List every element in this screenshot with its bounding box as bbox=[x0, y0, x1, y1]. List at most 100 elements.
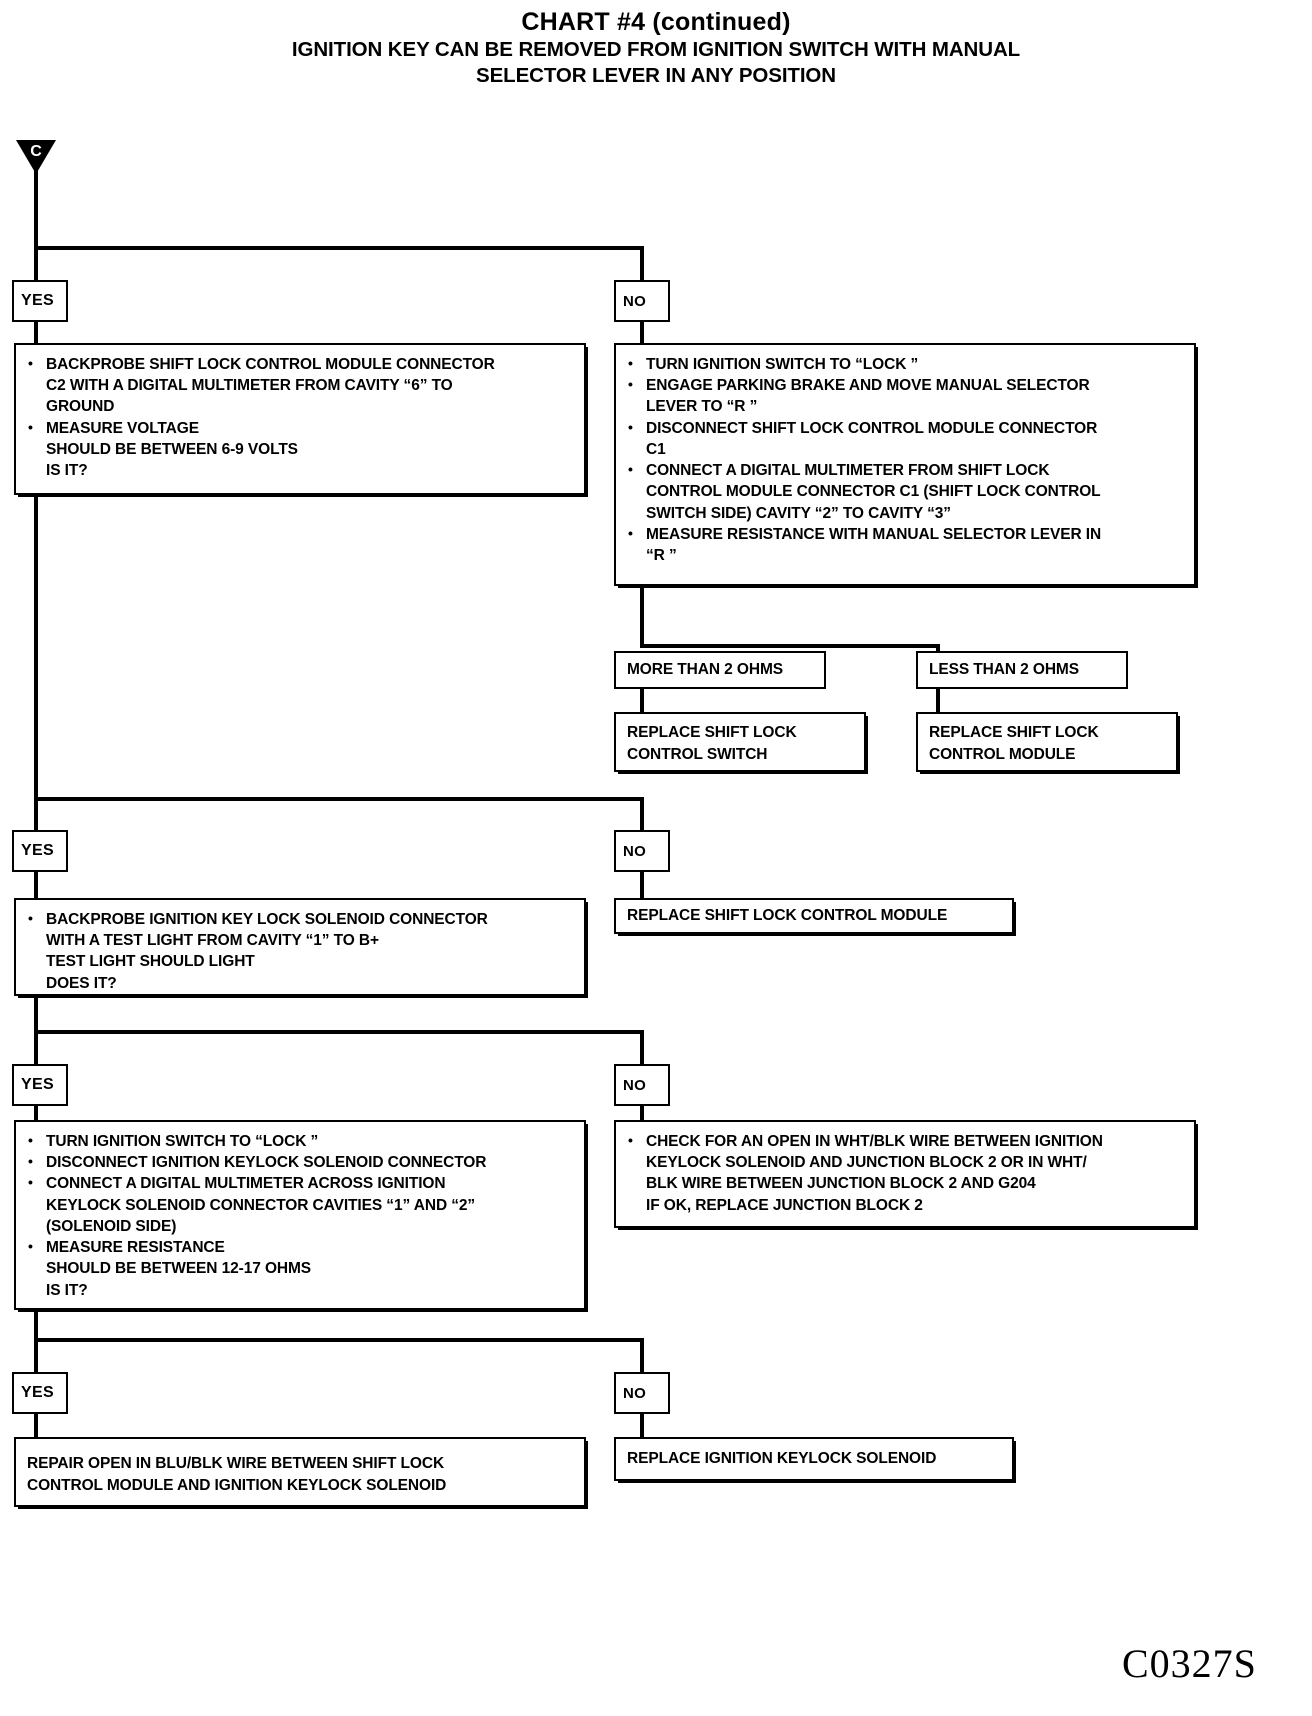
flow-line bbox=[34, 246, 644, 250]
bullet-dot: • bbox=[28, 1174, 33, 1191]
flow-line bbox=[34, 495, 38, 801]
decision-label-no: NO bbox=[614, 1064, 670, 1106]
list-item-text: CHECK FOR AN OPEN IN WHT/BLK WIRE BETWEE… bbox=[646, 1133, 1103, 1150]
list-item-text: IF OK, REPLACE JUNCTION BLOCK 2 bbox=[646, 1196, 923, 1214]
list-item-text: (SOLENOID SIDE) bbox=[46, 1217, 177, 1235]
flow-line bbox=[34, 1412, 38, 1440]
list-item-text: CONNECT A DIGITAL MULTIMETER ACROSS IGNI… bbox=[46, 1175, 446, 1193]
triangle-shape bbox=[16, 140, 56, 174]
connector-label: C bbox=[30, 143, 42, 160]
step-box-backprobe-c2: •BACKPROBE SHIFT LOCK CONTROL MODULE CON… bbox=[14, 343, 586, 495]
list-item-text: KEYLOCK SOLENOID CONNECTOR CAVITIES “1” … bbox=[46, 1196, 476, 1214]
list-item-text: CONTROL MODULE CONNECTOR C1 (SHIFT LOCK … bbox=[646, 483, 1101, 501]
title-sub-line1: IGNITION KEY CAN BE REMOVED FROM IGNITIO… bbox=[291, 38, 1021, 61]
list-item: •BACKPROBE SHIFT LOCK CONTROL MODULE CON… bbox=[28, 354, 576, 375]
list-item: •GROUND bbox=[28, 396, 576, 417]
list-item: •CONTROL MODULE CONNECTOR C1 (SHIFT LOCK… bbox=[628, 481, 1186, 502]
flow-line bbox=[640, 1104, 644, 1122]
bullet-dot: • bbox=[628, 524, 633, 541]
flow-line bbox=[936, 689, 940, 713]
action-box-replace-ignition-keylock-solenoid: REPLACE IGNITION KEYLOCK SOLENOID bbox=[614, 1437, 1014, 1481]
list-item: •LEVER TO “R ” bbox=[628, 396, 1186, 417]
list-item-text: “R ” bbox=[646, 547, 677, 565]
list-item-text: IS IT? bbox=[46, 1281, 88, 1299]
step-box-backprobe-solenoid: •BACKPROBE IGNITION KEY LOCK SOLENOID CO… bbox=[14, 898, 586, 996]
list-item: •SHOULD BE BETWEEN 6-9 VOLTS bbox=[28, 439, 576, 460]
list-item: •IS IT? bbox=[28, 1280, 576, 1301]
flow-line bbox=[34, 320, 38, 345]
flow-line bbox=[34, 797, 644, 801]
bullet-dot: • bbox=[28, 1132, 33, 1148]
action-box-replace-shift-lock-control-switch: REPLACE SHIFT LOCK CONTROL SWITCH bbox=[614, 712, 866, 772]
bullet-dot: • bbox=[628, 418, 633, 435]
bullet-list: • TURN IGNITION SWITCH TO “LOCK ” • DISCON… bbox=[16, 1122, 584, 1309]
list-item: •MEASURE RESISTANCE bbox=[28, 1237, 576, 1258]
bullet-dot: • bbox=[628, 461, 633, 478]
list-item: •ENGAGE PARKING BRAKE AND MOVE MANUAL SE… bbox=[628, 375, 1186, 396]
bullet-dot: • bbox=[28, 418, 33, 435]
bullet-dot: • bbox=[28, 910, 33, 926]
step-box-measure-solenoid-resistance: • TURN IGNITION SWITCH TO “LOCK ” • DISCON… bbox=[14, 1120, 586, 1310]
list-item-text: SHOULD BE BETWEEN 12-17 OHMS bbox=[46, 1260, 312, 1278]
list-item: • TURN IGNITION SWITCH TO “LOCK ” bbox=[28, 1131, 576, 1152]
decision-label-yes: YES bbox=[12, 1372, 68, 1414]
list-item-text: TEST LIGHT SHOULD LIGHT bbox=[46, 953, 255, 971]
list-item-text: TURN IGNITION SWITCH TO “LOCK ” bbox=[46, 1133, 319, 1150]
list-item: •MEASURE VOLTAGE bbox=[28, 418, 576, 439]
decision-label-no: NO bbox=[614, 280, 670, 322]
list-item-text: MEASURE RESISTANCE WITH MANUAL SELECTOR … bbox=[646, 525, 1102, 543]
list-item: •BACKPROBE IGNITION KEY LOCK SOLENOID CO… bbox=[28, 909, 576, 930]
decision-label-no: NO bbox=[614, 1372, 670, 1414]
flow-line bbox=[640, 689, 644, 713]
page-title: CHART #4 (continued) IGNITION KEY CAN BE… bbox=[0, 8, 1312, 88]
list-item: •CONNECT A DIGITAL MULTIMETER FROM SHIFT… bbox=[628, 460, 1186, 481]
list-item-text: DISCONNECT IGNITION KEYLOCK SOLENOID CON… bbox=[46, 1154, 487, 1172]
title-sub-line2: SELECTOR LEVER IN ANY POSITION bbox=[476, 64, 836, 88]
flow-line bbox=[640, 1030, 644, 1066]
bullet-dot: • bbox=[628, 1132, 633, 1148]
flow-line bbox=[640, 246, 644, 282]
list-item-text: BLK WIRE BETWEEN JUNCTION BLOCK 2 AND G2… bbox=[646, 1175, 1036, 1193]
action-box-repair-open-blu-blk: REPAIR OPEN IN BLU/BLK WIRE BETWEEN SHIF… bbox=[14, 1437, 586, 1507]
flow-line bbox=[640, 797, 644, 832]
list-item-text: ENGAGE PARKING BRAKE AND MOVE MANUAL SEL… bbox=[646, 377, 1090, 395]
result-text: LESS THAN 2 OHMS bbox=[929, 661, 1079, 678]
flow-line bbox=[640, 644, 940, 648]
list-item-text: IS IT? bbox=[46, 462, 88, 480]
result-box-more-than-2-ohms: MORE THAN 2 OHMS bbox=[614, 651, 826, 689]
flow-line bbox=[640, 1412, 644, 1440]
action-box-replace-shift-lock-control-module-2: REPLACE SHIFT LOCK CONTROL MODULE bbox=[614, 898, 1014, 934]
flow-line bbox=[34, 246, 38, 282]
list-item: • MEASURE RESISTANCE WITH MANUAL SELECTOR… bbox=[628, 524, 1186, 545]
action-box-check-open-wht-blk: • CHECK FOR AN OPEN IN WHT/BLK WIRE BETWE… bbox=[614, 1120, 1196, 1228]
list-item-text: C2 WITH A DIGITAL MULTIMETER FROM CAVITY… bbox=[46, 377, 453, 395]
bullet-dot: • bbox=[28, 355, 33, 371]
list-item: •DOES IT? bbox=[28, 973, 576, 994]
list-item: • CHECK FOR AN OPEN IN WHT/BLK WIRE BETWE… bbox=[628, 1131, 1186, 1152]
bullet-dot: • bbox=[628, 355, 633, 371]
flow-line bbox=[640, 320, 644, 345]
flow-line bbox=[640, 586, 644, 648]
action-box-replace-shift-lock-control-module-1: REPLACE SHIFT LOCK CONTROL MODULE bbox=[916, 712, 1178, 772]
list-item: •C1 bbox=[628, 439, 1186, 460]
connector-c-icon: C bbox=[16, 140, 56, 174]
result-text: MORE THAN 2 OHMS bbox=[627, 661, 783, 678]
list-item: •SHOULD BE BETWEEN 12-17 OHMS bbox=[28, 1258, 576, 1279]
action-text: REPLACE SHIFT LOCK CONTROL SWITCH bbox=[627, 724, 797, 763]
list-item-text: DISCONNECT SHIFT LOCK CONTROL MODULE CON… bbox=[646, 419, 1098, 437]
list-item: •KEYLOCK SOLENOID CONNECTOR CAVITIES “1”… bbox=[28, 1195, 576, 1216]
decision-label-no: NO bbox=[614, 830, 670, 872]
list-item-text: WITH A TEST LIGHT FROM CAVITY “1” TO B+ bbox=[46, 932, 379, 950]
list-item-text: SHOULD BE BETWEEN 6-9 VOLTS bbox=[46, 440, 298, 458]
title-main: CHART #4 (continued) bbox=[521, 8, 791, 36]
list-item: •C2 WITH A DIGITAL MULTIMETER FROM CAVIT… bbox=[28, 375, 576, 396]
flow-line bbox=[34, 1030, 38, 1066]
list-item: •TURN IGNITION SWITCH TO “LOCK ” bbox=[628, 354, 1186, 375]
list-item: •BLK WIRE BETWEEN JUNCTION BLOCK 2 AND G… bbox=[628, 1173, 1186, 1194]
flow-line bbox=[34, 1338, 38, 1374]
action-text: REPLACE SHIFT LOCK CONTROL MODULE bbox=[929, 724, 1099, 763]
decision-label-yes: YES bbox=[12, 1064, 68, 1106]
list-item-text: LEVER TO “R ” bbox=[646, 398, 758, 416]
list-item-text: KEYLOCK SOLENOID AND JUNCTION BLOCK 2 OR… bbox=[646, 1154, 1087, 1172]
